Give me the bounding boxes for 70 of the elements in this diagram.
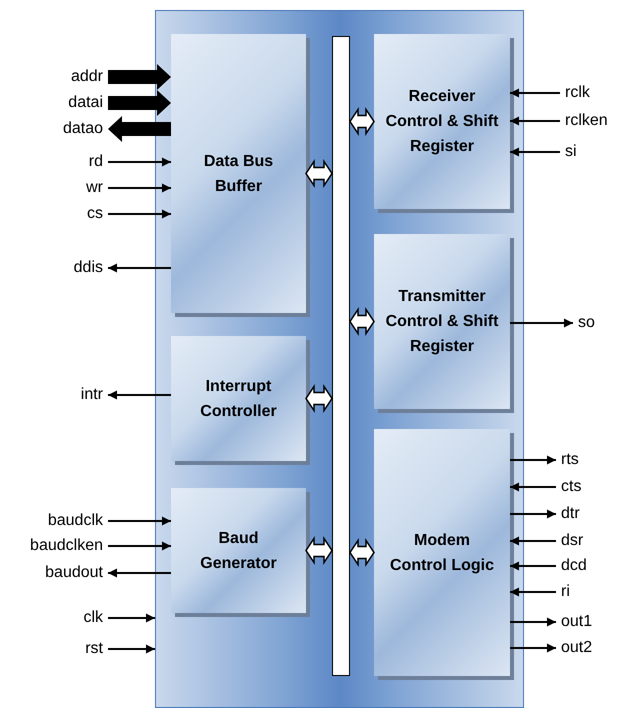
data-bus-bar <box>332 36 350 676</box>
signal-arrow <box>510 510 556 518</box>
signal-label: baudclk <box>42 511 108 531</box>
signal-arrow <box>108 210 171 218</box>
block-title: Transmitter Control & Shift Register <box>384 287 500 357</box>
bus-signal-arrow <box>108 90 171 116</box>
block-title: Modem Control Logic <box>389 530 495 576</box>
signal-label: datao <box>58 119 108 139</box>
signal-label: dtr <box>556 504 585 524</box>
signal-arrow <box>108 158 171 166</box>
signal-arrow <box>510 148 560 156</box>
signal-arrow <box>510 536 556 546</box>
signal-arrow <box>108 264 171 272</box>
signal-arrow <box>108 516 171 526</box>
signal-label: si <box>560 142 582 162</box>
signal-arrow <box>510 618 556 626</box>
signal-arrow <box>108 390 171 400</box>
function-block <box>374 234 510 409</box>
block-title: Data Bus Buffer <box>202 152 274 196</box>
function-block <box>374 34 510 209</box>
signal-label: out1 <box>556 612 598 632</box>
signal-arrow <box>108 184 171 192</box>
signal-label: cs <box>82 204 108 224</box>
signal-arrow <box>510 318 573 328</box>
signal-label: rclken <box>560 111 613 131</box>
signal-label: intr <box>76 385 108 405</box>
signal-label: ri <box>556 582 575 602</box>
signal-arrow <box>108 614 155 622</box>
function-block <box>171 488 306 613</box>
signal-label: dsr <box>556 531 588 551</box>
signal-label: datai <box>63 93 108 113</box>
bus-arrow <box>349 307 375 336</box>
signal-label: rst <box>80 639 108 659</box>
signal-arrow <box>510 644 556 652</box>
chip-block <box>155 10 524 708</box>
signal-label: cts <box>556 477 586 497</box>
bus-arrow <box>305 159 333 188</box>
signal-arrow <box>510 482 556 492</box>
signal-arrow <box>510 116 560 126</box>
signal-label: rd <box>84 152 108 172</box>
bus-signal-arrow <box>108 64 171 90</box>
block-title: Receiver Control & Shift Register <box>384 87 500 157</box>
function-block <box>374 429 510 676</box>
bus-arrow <box>305 536 333 565</box>
signal-label: dcd <box>556 556 592 576</box>
function-block <box>171 336 306 461</box>
signal-arrow <box>510 456 556 464</box>
block-title: Baud Generator <box>199 528 278 574</box>
signal-label: addr <box>66 67 108 87</box>
bus-arrow <box>349 538 375 567</box>
signal-label: wr <box>81 178 108 198</box>
signal-arrow <box>510 88 560 98</box>
signal-arrow <box>108 542 171 550</box>
signal-arrow <box>108 644 155 654</box>
signal-label: rclk <box>560 83 595 103</box>
signal-arrow <box>510 588 556 596</box>
bus-signal-arrow <box>108 116 171 142</box>
signal-label: baudout <box>40 563 108 583</box>
bus-arrow <box>305 384 333 413</box>
signal-label: so <box>573 313 600 333</box>
signal-label: clk <box>78 608 108 628</box>
signal-label: baudclken <box>25 536 108 556</box>
bus-arrow <box>349 107 375 136</box>
signal-arrow <box>510 562 556 570</box>
signal-label: ddis <box>68 258 108 278</box>
signal-label: out2 <box>556 638 598 658</box>
block-title: Interrupt Controller <box>199 376 278 422</box>
signal-label: rts <box>556 450 584 470</box>
function-block <box>171 34 306 313</box>
signal-arrow <box>108 568 171 578</box>
